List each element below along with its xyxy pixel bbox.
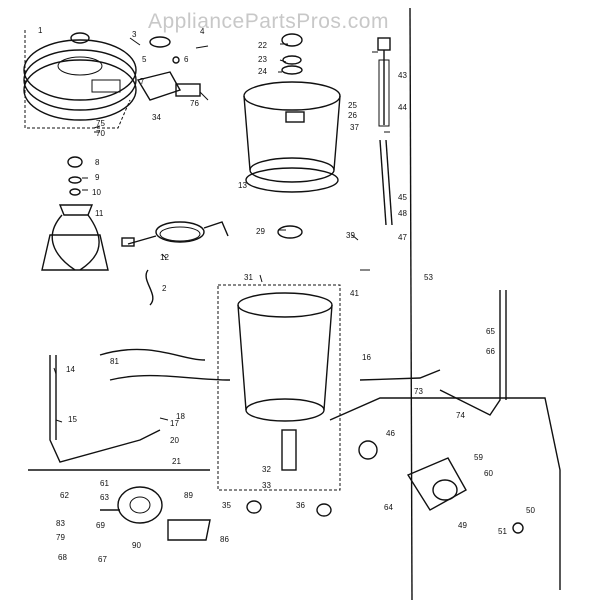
callout-24: 24	[258, 67, 267, 76]
callout-5: 5	[142, 55, 147, 64]
pulley-assembly	[23, 30, 137, 129]
callout-53: 53	[424, 273, 433, 282]
callout-66: 66	[486, 347, 495, 356]
callout-10: 10	[92, 188, 101, 197]
wire-harness	[99, 348, 231, 381]
callout-21: 21	[172, 457, 181, 466]
callout-39: 39	[346, 231, 355, 240]
callout-63: 63	[100, 493, 109, 502]
callout-15: 15	[68, 415, 77, 424]
callout-35: 35	[222, 501, 231, 510]
callout-59: 59	[474, 453, 483, 462]
callout-48: 48	[398, 209, 407, 218]
bracket-parts	[136, 36, 201, 101]
callout-1: 1	[38, 26, 43, 35]
callout-65: 65	[486, 327, 495, 336]
callout-60: 60	[484, 469, 493, 478]
panel-border-bottom-right	[329, 397, 561, 590]
callout-89: 89	[184, 491, 193, 500]
callout-34: 34	[152, 113, 161, 122]
callout-67: 67	[98, 555, 107, 564]
wash-tub	[217, 284, 341, 491]
hose-15	[49, 355, 161, 463]
callout-4: 4	[200, 27, 205, 36]
callout-49: 49	[458, 521, 467, 530]
callout-69: 69	[96, 521, 105, 530]
power-cord	[121, 221, 229, 247]
callout-73: 73	[414, 387, 423, 396]
callout-41: 41	[350, 289, 359, 298]
callout-62: 62	[60, 491, 69, 500]
callout-25: 25	[348, 101, 357, 110]
callout-11: 11	[95, 209, 104, 218]
shaft-and-rods	[377, 37, 393, 226]
callout-46: 46	[386, 429, 395, 438]
callout-44: 44	[398, 103, 407, 112]
callout-90: 90	[132, 541, 141, 550]
motor-assembly	[100, 486, 211, 541]
agitator	[41, 156, 109, 271]
callout-3: 3	[132, 30, 137, 39]
callout-12: 12	[160, 253, 169, 262]
callout-2: 2	[162, 284, 167, 293]
callout-32: 32	[262, 465, 271, 474]
callout-7: 7	[140, 77, 145, 86]
callout-43: 43	[398, 71, 407, 80]
callout-20: 20	[170, 436, 179, 445]
callout-26: 26	[348, 111, 357, 120]
callout-51: 51	[498, 527, 507, 536]
callout-81: 81	[110, 357, 119, 366]
callout-75: 75	[96, 119, 105, 128]
gasket-29	[277, 225, 303, 239]
callout-86: 86	[220, 535, 229, 544]
callout-29: 29	[256, 227, 265, 236]
foot-36	[316, 503, 332, 517]
callout-70: 70	[96, 129, 105, 138]
hose-2	[145, 269, 154, 306]
callout-76: 76	[190, 99, 199, 108]
outer-tub-cover	[243, 33, 341, 193]
pump-assembly-right	[358, 440, 524, 534]
hose-66	[439, 290, 501, 416]
callout-8: 8	[95, 158, 100, 167]
callout-47: 47	[398, 233, 407, 242]
callout-18: 18	[176, 412, 185, 421]
hose-73	[359, 369, 441, 381]
callout-79: 79	[56, 533, 65, 542]
callout-33: 33	[262, 481, 271, 490]
callout-50: 50	[526, 506, 535, 515]
callout-36: 36	[296, 501, 305, 510]
callout-9: 9	[95, 173, 100, 182]
callout-83: 83	[56, 519, 65, 528]
callout-37: 37	[350, 123, 359, 132]
callout-23: 23	[258, 55, 267, 64]
callout-6: 6	[184, 55, 189, 64]
callout-64: 64	[384, 503, 393, 512]
callout-74: 74	[456, 411, 465, 420]
callout-14: 14	[66, 365, 75, 374]
callout-17: 17	[170, 419, 179, 428]
callout-61: 61	[100, 479, 109, 488]
foot-35	[246, 500, 262, 514]
panel-border-right	[409, 7, 413, 601]
callout-16: 16	[362, 353, 371, 362]
callout-68: 68	[58, 553, 67, 562]
callout-45: 45	[398, 193, 407, 202]
callout-13: 13	[238, 181, 247, 190]
callout-31: 31	[244, 273, 253, 282]
watermark: AppliancePartsPros.com	[148, 10, 389, 33]
callout-22: 22	[258, 41, 267, 50]
